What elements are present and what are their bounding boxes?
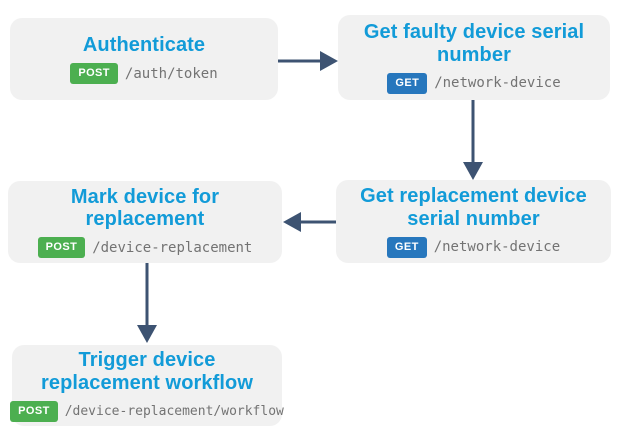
api-path: /device-replacement <box>92 239 253 256</box>
http-method-badge: POST <box>37 237 86 259</box>
http-method-badge: GET <box>386 236 427 258</box>
step-title: Mark device for replacement <box>70 185 220 230</box>
step-title: Authenticate <box>82 33 206 56</box>
http-method-badge: GET <box>387 72 428 94</box>
step-card-trigger-replacement-workflow: Trigger device replacement workflow POST… <box>10 345 284 426</box>
arrow-get-faulty-to-get-replacement <box>463 100 483 180</box>
arrow-authenticate-to-get-faulty <box>278 51 338 71</box>
arrow-get-replacement-to-mark-device <box>283 212 336 232</box>
api-path: /device-replacement/workflow <box>64 403 284 419</box>
api-endpoint-row: POST /device-replacement/workflow <box>10 400 284 422</box>
api-endpoint-row: GET /network-device <box>387 72 561 94</box>
step-card-mark-device-for-replacement: Mark device for replacement POST /device… <box>8 181 282 263</box>
step-card-get-replacement-device-serial: Get replacement device serial number GET… <box>336 180 611 263</box>
http-method-badge: POST <box>10 400 58 422</box>
step-title: Get faulty device serial number <box>363 21 585 66</box>
api-endpoint-row: GET /network-device <box>386 236 561 258</box>
step-card-authenticate: Authenticate POST /auth/token <box>10 18 278 100</box>
step-title: Trigger device replacement workflow <box>40 349 254 394</box>
api-path: /auth/token <box>124 65 218 82</box>
api-endpoint-row: POST /device-replacement <box>37 237 253 259</box>
http-method-badge: POST <box>70 63 118 85</box>
api-path: /network-device <box>433 239 561 256</box>
api-endpoint-row: POST /auth/token <box>70 63 218 85</box>
arrow-mark-device-to-trigger-workflow <box>137 263 157 343</box>
step-title: Get replacement device serial number <box>360 185 587 230</box>
step-card-get-faulty-device-serial: Get faulty device serial number GET /net… <box>338 15 610 100</box>
api-path: /network-device <box>434 75 561 92</box>
